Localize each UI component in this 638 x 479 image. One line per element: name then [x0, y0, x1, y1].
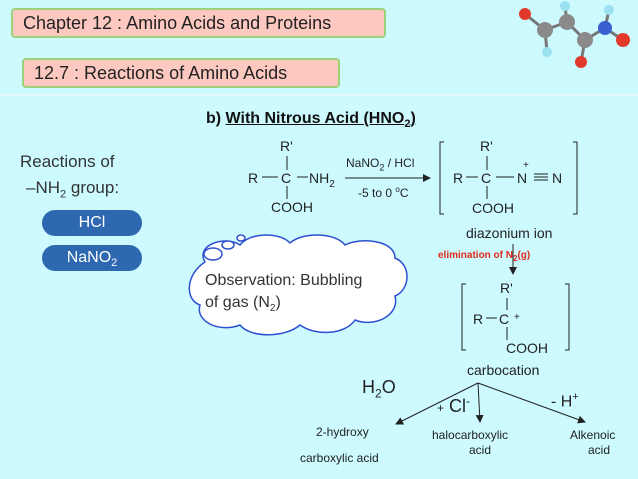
heading-prefix: b)	[206, 110, 226, 127]
section-title: 12.7 : Reactions of Amino Acids	[22, 58, 340, 88]
carbo-c: C	[499, 311, 510, 327]
sidebar-caption: Reactions of –NH2 group:	[20, 149, 170, 207]
heading-close: )	[410, 110, 416, 127]
amino-cooh: COOH	[271, 199, 313, 215]
nano-sub: 2	[111, 257, 118, 270]
product2-line1: halocarboxylic	[432, 428, 509, 442]
amino-nh2: NH2	[309, 170, 335, 190]
product1-line2: carboxylic acid	[300, 451, 379, 465]
diaz-plus: +	[523, 160, 529, 171]
amino-r-prime: R'	[280, 138, 293, 154]
cl-reagent: + Cl-	[437, 394, 470, 417]
elim-text: elimination of N	[438, 250, 513, 261]
elim-rest: (g)	[517, 250, 531, 261]
h2o-h: H	[362, 377, 375, 397]
nh-sub: 2	[60, 188, 67, 201]
observation-text: Observation: Bubbling of gas (N2)	[205, 270, 362, 320]
reagent-temp: -5 to 0	[358, 186, 396, 200]
amino-c: C	[281, 170, 292, 186]
carbo-r-prime: R'	[500, 280, 513, 296]
reaction-heading: b) With Nitrous Acid (HNO2)	[206, 110, 416, 130]
amino-r: R	[248, 170, 259, 186]
reagent-hcl: / HCl	[384, 156, 415, 170]
header-divider	[0, 94, 638, 96]
heading-text: With Nitrous Acid (HNO	[225, 110, 405, 127]
diaz-c: C	[481, 170, 492, 186]
carbocation-label: carbocation	[467, 362, 540, 378]
diaz-r: R	[453, 170, 464, 186]
pill-nano2: NaNO2	[42, 245, 142, 271]
carbo-r: R	[473, 311, 484, 327]
product1-line1: 2-hydroxy	[316, 425, 369, 439]
obs-gas: of gas (N	[205, 294, 270, 311]
nh-label: NH	[309, 170, 330, 186]
reagent-top: NaNO2 / HCl	[346, 156, 414, 172]
cl-plus: +	[437, 401, 445, 415]
heading-sub: 2	[404, 118, 411, 131]
reagent-deg: o	[395, 185, 400, 194]
molecule-model-icon	[519, 1, 630, 68]
diaz-n1: N	[517, 170, 528, 186]
product3-line2: acid	[588, 443, 611, 457]
diaz-r-prime: R'	[480, 138, 493, 154]
elim-sub: 2	[513, 254, 518, 263]
sidebar-line1: Reactions of	[20, 152, 115, 171]
h-plus: +	[572, 391, 579, 403]
group-text: group:	[66, 178, 120, 197]
chapter-title: Chapter 12 : Amino Acids and Proteins	[11, 8, 386, 38]
reagent-nano: NaNO	[346, 156, 380, 170]
observation-line2: of gas (N2)	[205, 292, 362, 320]
diaz-cooh: COOH	[472, 200, 514, 216]
diaz-n2: N	[552, 170, 563, 186]
elimination-label: elimination of N2(g)	[438, 250, 530, 263]
h-minus-text: - H	[551, 393, 573, 411]
diazonium-label: diazonium ion	[466, 225, 553, 241]
pill-hcl: HCl	[42, 210, 142, 236]
h2o-reagent: H2O	[362, 377, 396, 401]
sidebar-line2: –NH2 group:	[20, 175, 170, 207]
reagent-unit: C	[399, 186, 409, 200]
cl-minus: -	[466, 394, 471, 408]
h2o-sub: 2	[375, 386, 382, 401]
observation-line1: Observation: Bubbling	[205, 272, 363, 289]
nano-text: NaNO	[66, 249, 112, 266]
reagent-nano-sub: 2	[379, 162, 385, 173]
cl-text: Cl	[449, 396, 467, 416]
h2o-o: O	[381, 377, 396, 397]
product2-line2: acid	[469, 443, 492, 457]
product3-line1: Alkenoic	[570, 428, 616, 442]
carbo-cooh: COOH	[506, 340, 548, 356]
obs-sub: 2	[269, 303, 276, 315]
obs-close: )	[275, 294, 281, 311]
reagent-bottom: -5 to 0 oC	[358, 185, 408, 200]
carbo-plus: +	[514, 312, 520, 323]
h-removal: - H+	[551, 391, 579, 411]
nh2-sub: 2	[329, 178, 335, 190]
nh-text: –NH	[26, 178, 61, 197]
